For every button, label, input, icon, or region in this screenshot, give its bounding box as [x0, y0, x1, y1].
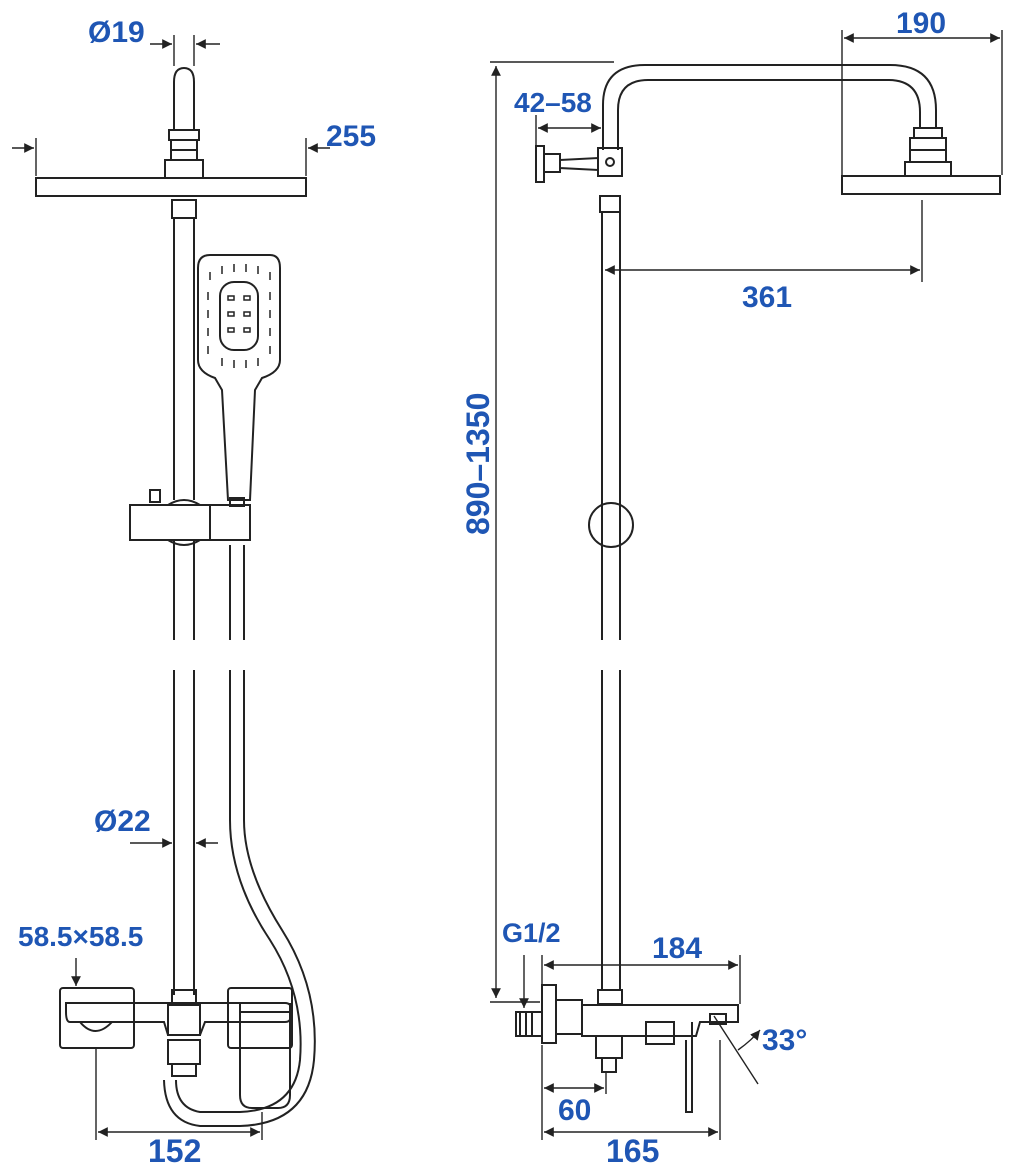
side-column [588, 195, 634, 990]
front-column [173, 218, 195, 995]
front-inlet-rod [168, 66, 200, 161]
label-arm-reach: 361 [742, 281, 792, 314]
front-dimensions [12, 35, 330, 1140]
slide-holder [129, 489, 251, 546]
side-view [515, 64, 1001, 1113]
label-wall-bracket-range: 42–58 [514, 87, 592, 118]
side-wall-bracket [535, 145, 623, 183]
front-view [35, 66, 316, 1127]
hand-shower-nozzles [207, 264, 271, 368]
label-mixer-depth: 184 [652, 932, 702, 965]
side-overhead-arm [602, 64, 1001, 195]
front-top-coupling [171, 199, 197, 219]
shower-hose [163, 545, 316, 1127]
label-spout-angle: 33° [762, 1024, 807, 1057]
label-mixer-length-front: 152 [148, 1133, 201, 1169]
front-mixer [59, 987, 294, 1109]
dimension-labels: Ø19 255 190 42–58 361 890–1350 Ø22 58.5×… [18, 7, 946, 1169]
label-outlet-offset: 60 [558, 1094, 591, 1127]
label-height-range: 890–1350 [460, 393, 496, 535]
label-mixer-length-side: 165 [606, 1133, 659, 1169]
hand-shower [197, 254, 281, 501]
label-overhead-width-side: 190 [896, 7, 946, 40]
label-inlet-thread: G1/2 [502, 918, 561, 948]
label-escutcheon-size: 58.5×58.5 [18, 921, 143, 952]
front-overhead-plate [35, 177, 307, 197]
label-rod-diameter: Ø19 [88, 16, 145, 49]
label-overhead-width-front: 255 [326, 120, 376, 153]
label-column-diameter: Ø22 [94, 805, 151, 838]
side-mixer [515, 984, 739, 1113]
front-head-connector [164, 159, 204, 179]
side-dimensions [490, 30, 1003, 1140]
